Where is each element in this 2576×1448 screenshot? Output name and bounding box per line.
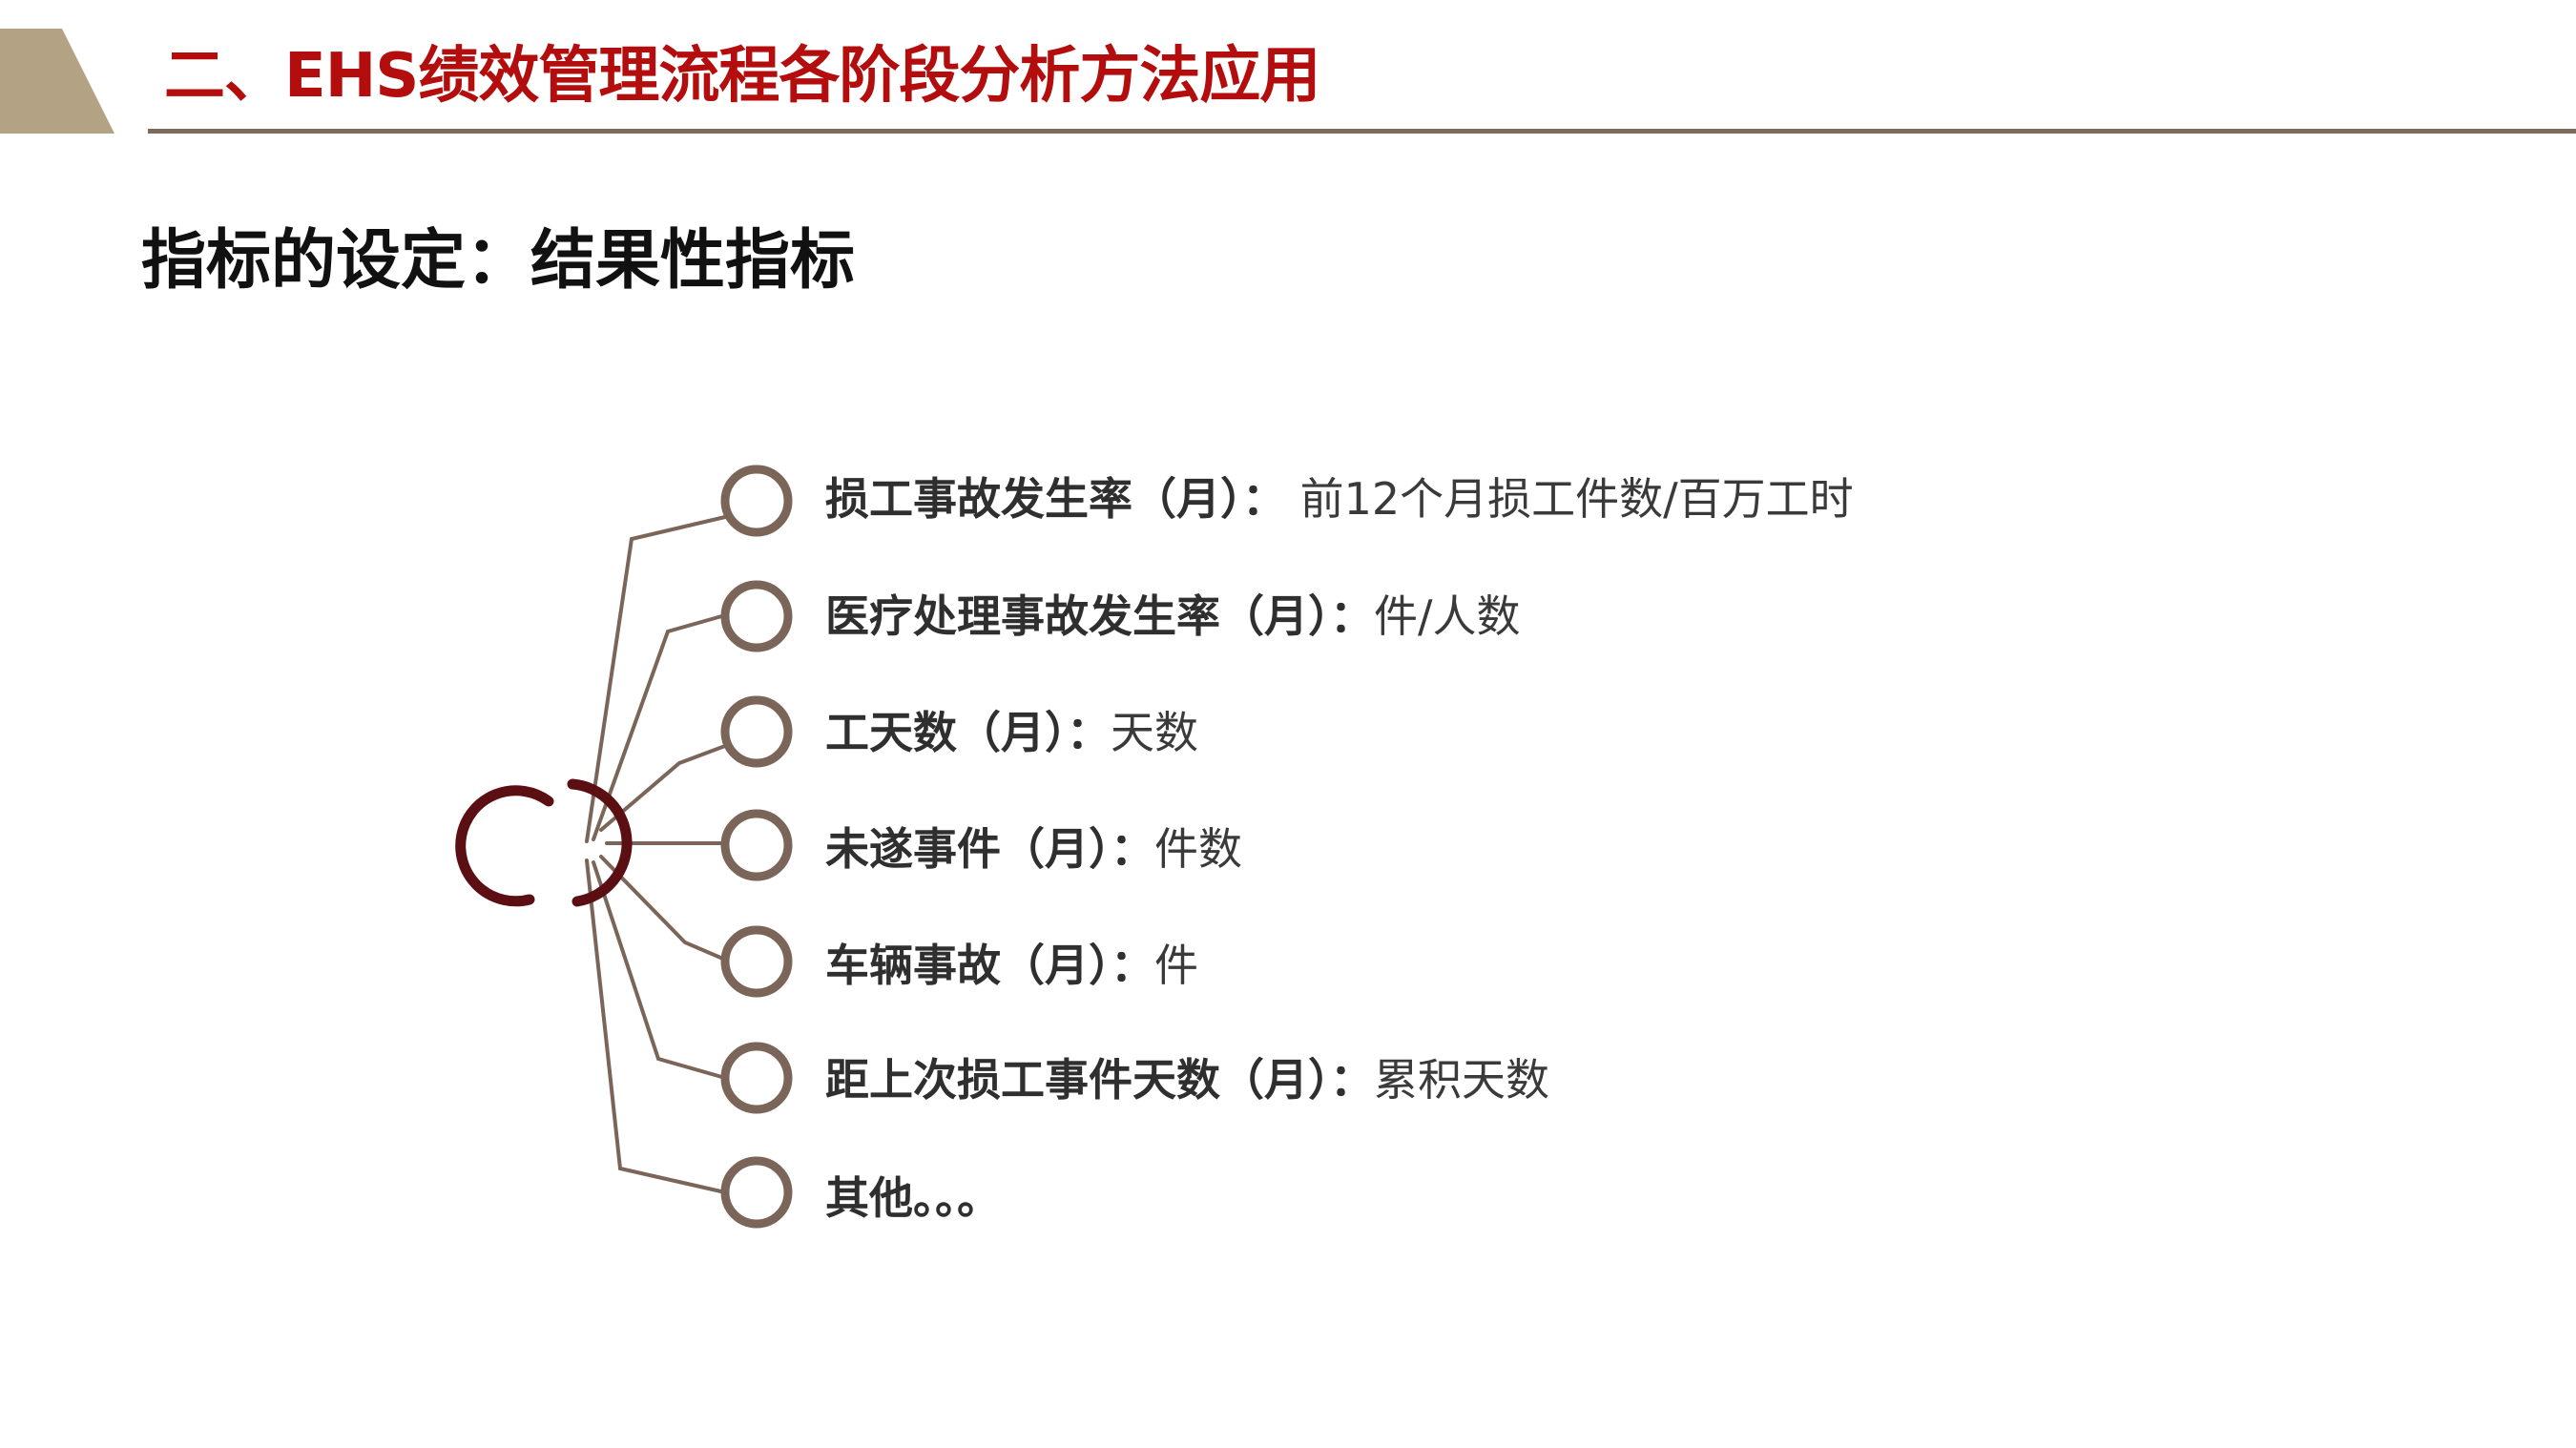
indicator-item-work-days: 工天数（月）：天数 bbox=[825, 702, 1198, 763]
item-circle-icon-1 bbox=[720, 465, 793, 537]
indicator-item-near-miss: 未遂事件（月）：件数 bbox=[825, 818, 1242, 879]
connector-line-6 bbox=[592, 860, 727, 1080]
indicator-label: 工天数（月）： bbox=[825, 707, 1111, 758]
item-circle-icon-7 bbox=[720, 1156, 793, 1229]
indicator-item-lost-time-rate: 损工事故发生率（月）： 前12个月损工件数/百万工时 bbox=[825, 468, 1854, 529]
indicator-value: 件/人数 bbox=[1374, 590, 1521, 642]
indicator-label: 距上次损工事件天数（月）： bbox=[825, 1054, 1374, 1106]
indicator-item-other: 其他。。。 bbox=[825, 1168, 1001, 1229]
hub-ring-icon bbox=[455, 778, 633, 907]
item-circle-icon-4 bbox=[720, 809, 793, 881]
indicator-item-days-since-lost-time: 距上次损工事件天数（月）：累积天数 bbox=[825, 1049, 1549, 1110]
item-circle-icon-5 bbox=[720, 925, 793, 998]
connector-line-2 bbox=[592, 613, 727, 841]
page-title: 二、EHS绩效管理流程各阶段分析方法应用 bbox=[164, 41, 1320, 112]
indicator-value: 前12个月损工件数/百万工时 bbox=[1286, 473, 1854, 525]
item-circle-icon-2 bbox=[720, 580, 793, 652]
connector-line-5 bbox=[599, 855, 727, 962]
indicator-value: 件 bbox=[1154, 940, 1198, 991]
item-circle-icon-3 bbox=[720, 695, 793, 768]
indicator-item-medical-treatment-rate: 医疗处理事故发生率（月）：件/人数 bbox=[825, 586, 1521, 647]
corner-decoration bbox=[0, 29, 114, 134]
indicator-value: 累积天数 bbox=[1374, 1054, 1549, 1106]
connector-line-1 bbox=[585, 515, 727, 843]
connector-line-7 bbox=[585, 858, 727, 1194]
indicator-label: 医疗处理事故发生率（月）： bbox=[825, 590, 1374, 642]
item-circle-icon-6 bbox=[720, 1042, 793, 1114]
section-subtitle: 指标的设定：结果性指标 bbox=[141, 222, 856, 299]
indicator-label: 车辆事故（月）： bbox=[825, 940, 1154, 991]
indicator-value: 天数 bbox=[1111, 707, 1198, 758]
indicator-item-vehicle-accident: 车辆事故（月）：件 bbox=[825, 935, 1198, 996]
connector-line-3 bbox=[599, 744, 727, 832]
indicator-label: 其他。。。 bbox=[825, 1172, 1001, 1224]
indicator-value: 件数 bbox=[1154, 823, 1242, 875]
indicator-label: 损工事故发生率（月）： bbox=[825, 473, 1286, 525]
indicator-label: 未遂事件（月）： bbox=[825, 823, 1154, 875]
header-divider bbox=[148, 129, 2576, 134]
